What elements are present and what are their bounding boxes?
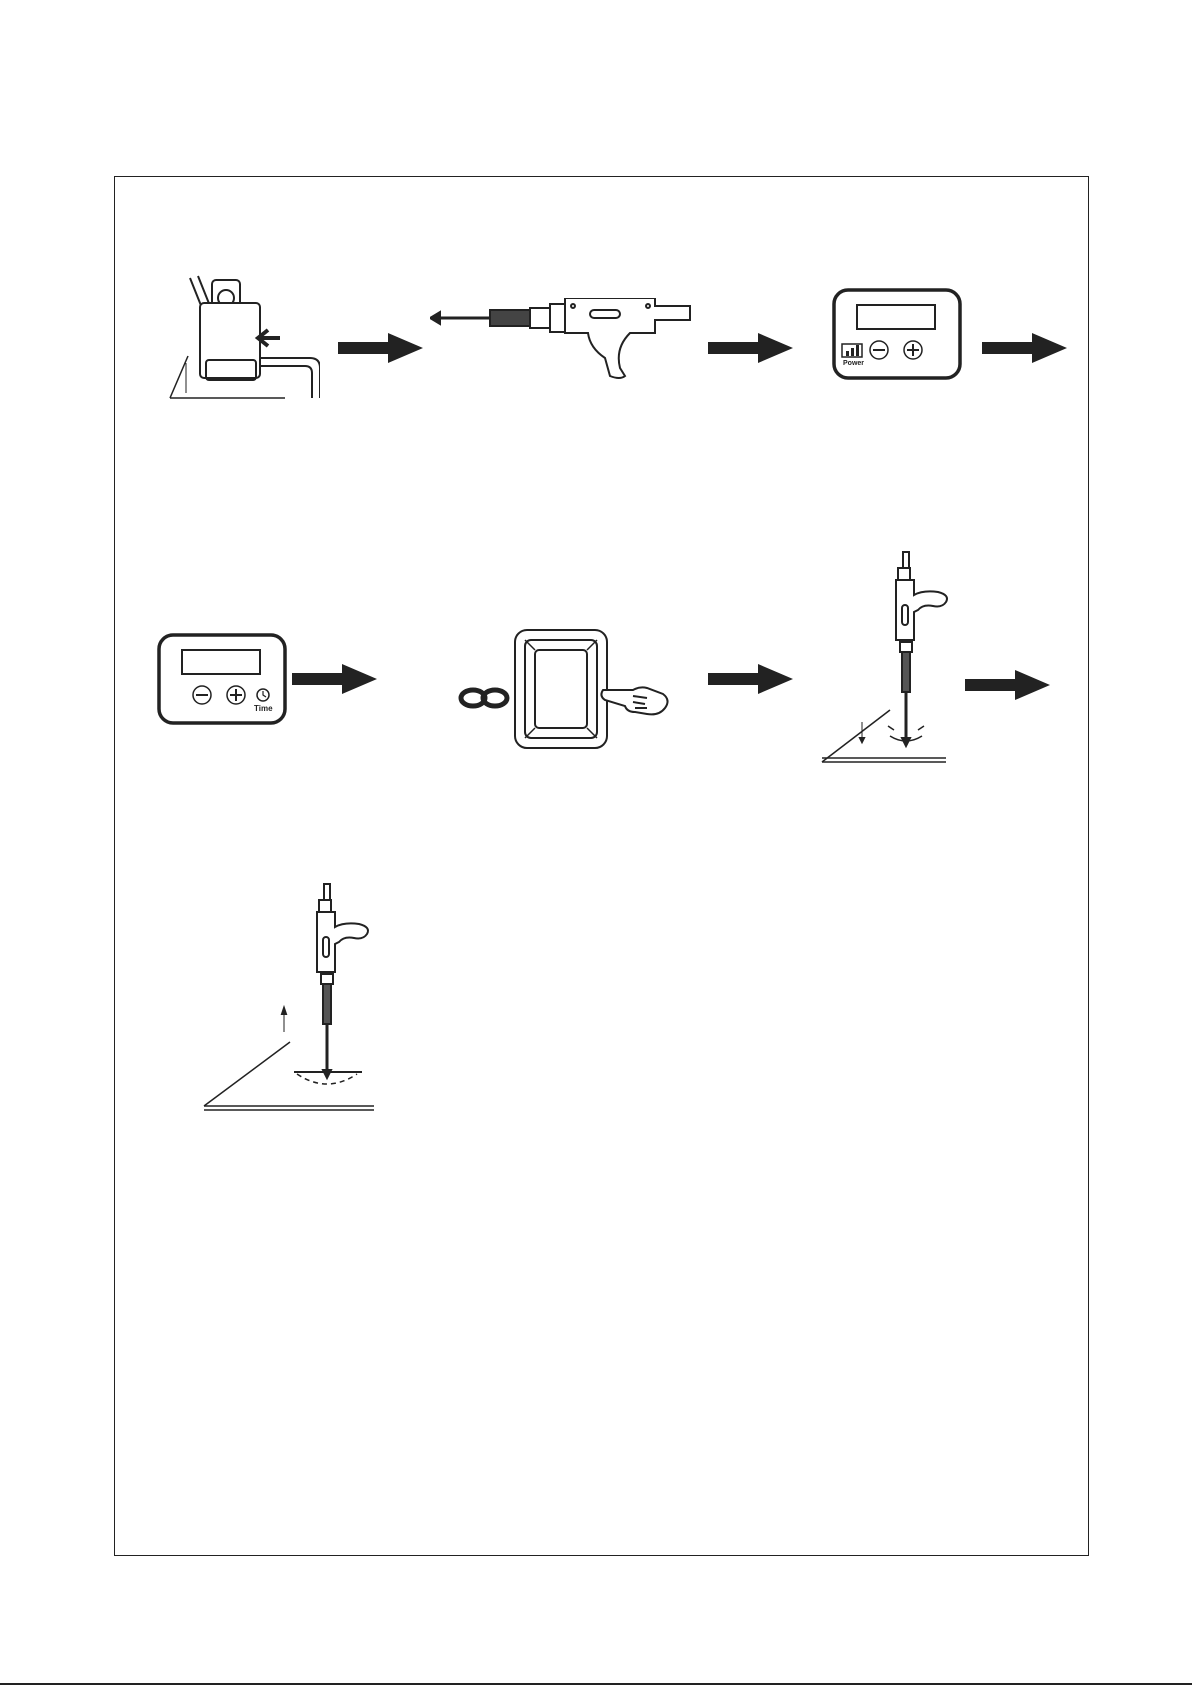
gun-lifting-up-icon: [202, 882, 382, 1114]
stud-welder-gun-icon: [430, 298, 700, 398]
flow-arrow-icon: [338, 333, 423, 363]
time-control-panel-icon: Time: [157, 633, 287, 725]
flow-arrow-icon: [292, 664, 377, 694]
flow-arrow-icon: [965, 670, 1050, 700]
power-bars-icon: [842, 344, 862, 357]
power-control-panel-icon: Power: [832, 288, 962, 380]
pointing-hand-icon: [601, 687, 667, 714]
trigger-switch-icon: [455, 628, 675, 750]
time-label: Time: [254, 704, 273, 713]
gun-tip-clamp-icon: [160, 268, 320, 403]
flow-arrow-icon: [708, 333, 793, 363]
gun-welding-down-icon: [818, 550, 948, 765]
clock-icon: [257, 689, 269, 701]
power-label: Power: [843, 360, 864, 367]
flow-arrow-icon: [708, 664, 793, 694]
flow-arrow-icon: [982, 333, 1067, 363]
chain-link-icon: [461, 690, 507, 706]
